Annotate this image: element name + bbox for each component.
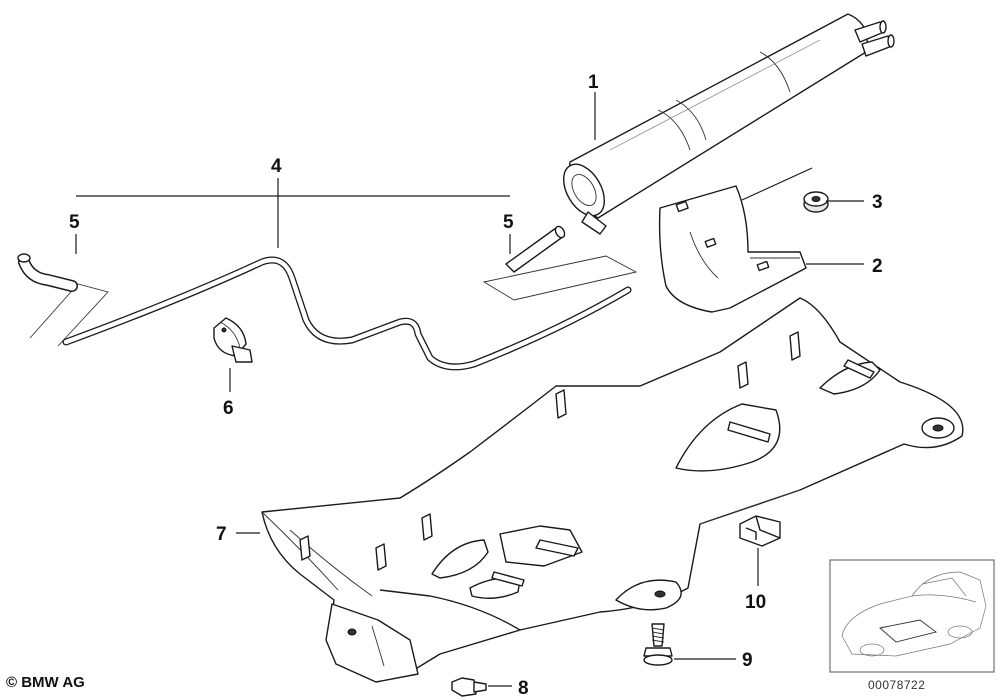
callout-6: 6 [223,398,234,419]
copyright-label: © BMW AG [6,674,85,691]
underbody-shield-part [261,297,964,683]
callout-8: 8 [518,678,529,699]
callouts: 1 2 3 4 5 5 6 7 8 9 10 [69,72,883,699]
callout-4: 4 [271,156,282,177]
callout-9: 9 [742,650,753,671]
car-icon [841,571,987,657]
clip-part [213,317,253,363]
callout-10: 10 [745,592,766,613]
hose-left-part [17,253,109,347]
callout-7: 7 [216,524,227,545]
callout-2: 2 [872,256,883,277]
bracket-part [658,185,807,313]
push-clip-part [451,677,487,697]
hose-right-part [482,225,638,301]
fuel-line-part [62,256,632,371]
callout-5-right: 5 [503,212,514,233]
car-thumbnail-inset [829,559,995,673]
screw-part [643,623,673,666]
callout-3: 3 [872,192,883,213]
clamp-part [739,515,781,547]
diagram-id-label: 00078722 [868,678,926,692]
leader-lines [75,92,864,687]
nut-part [803,191,829,213]
callout-1: 1 [588,72,599,93]
callout-5-left: 5 [69,212,80,233]
fuel-filter-part [562,13,895,235]
